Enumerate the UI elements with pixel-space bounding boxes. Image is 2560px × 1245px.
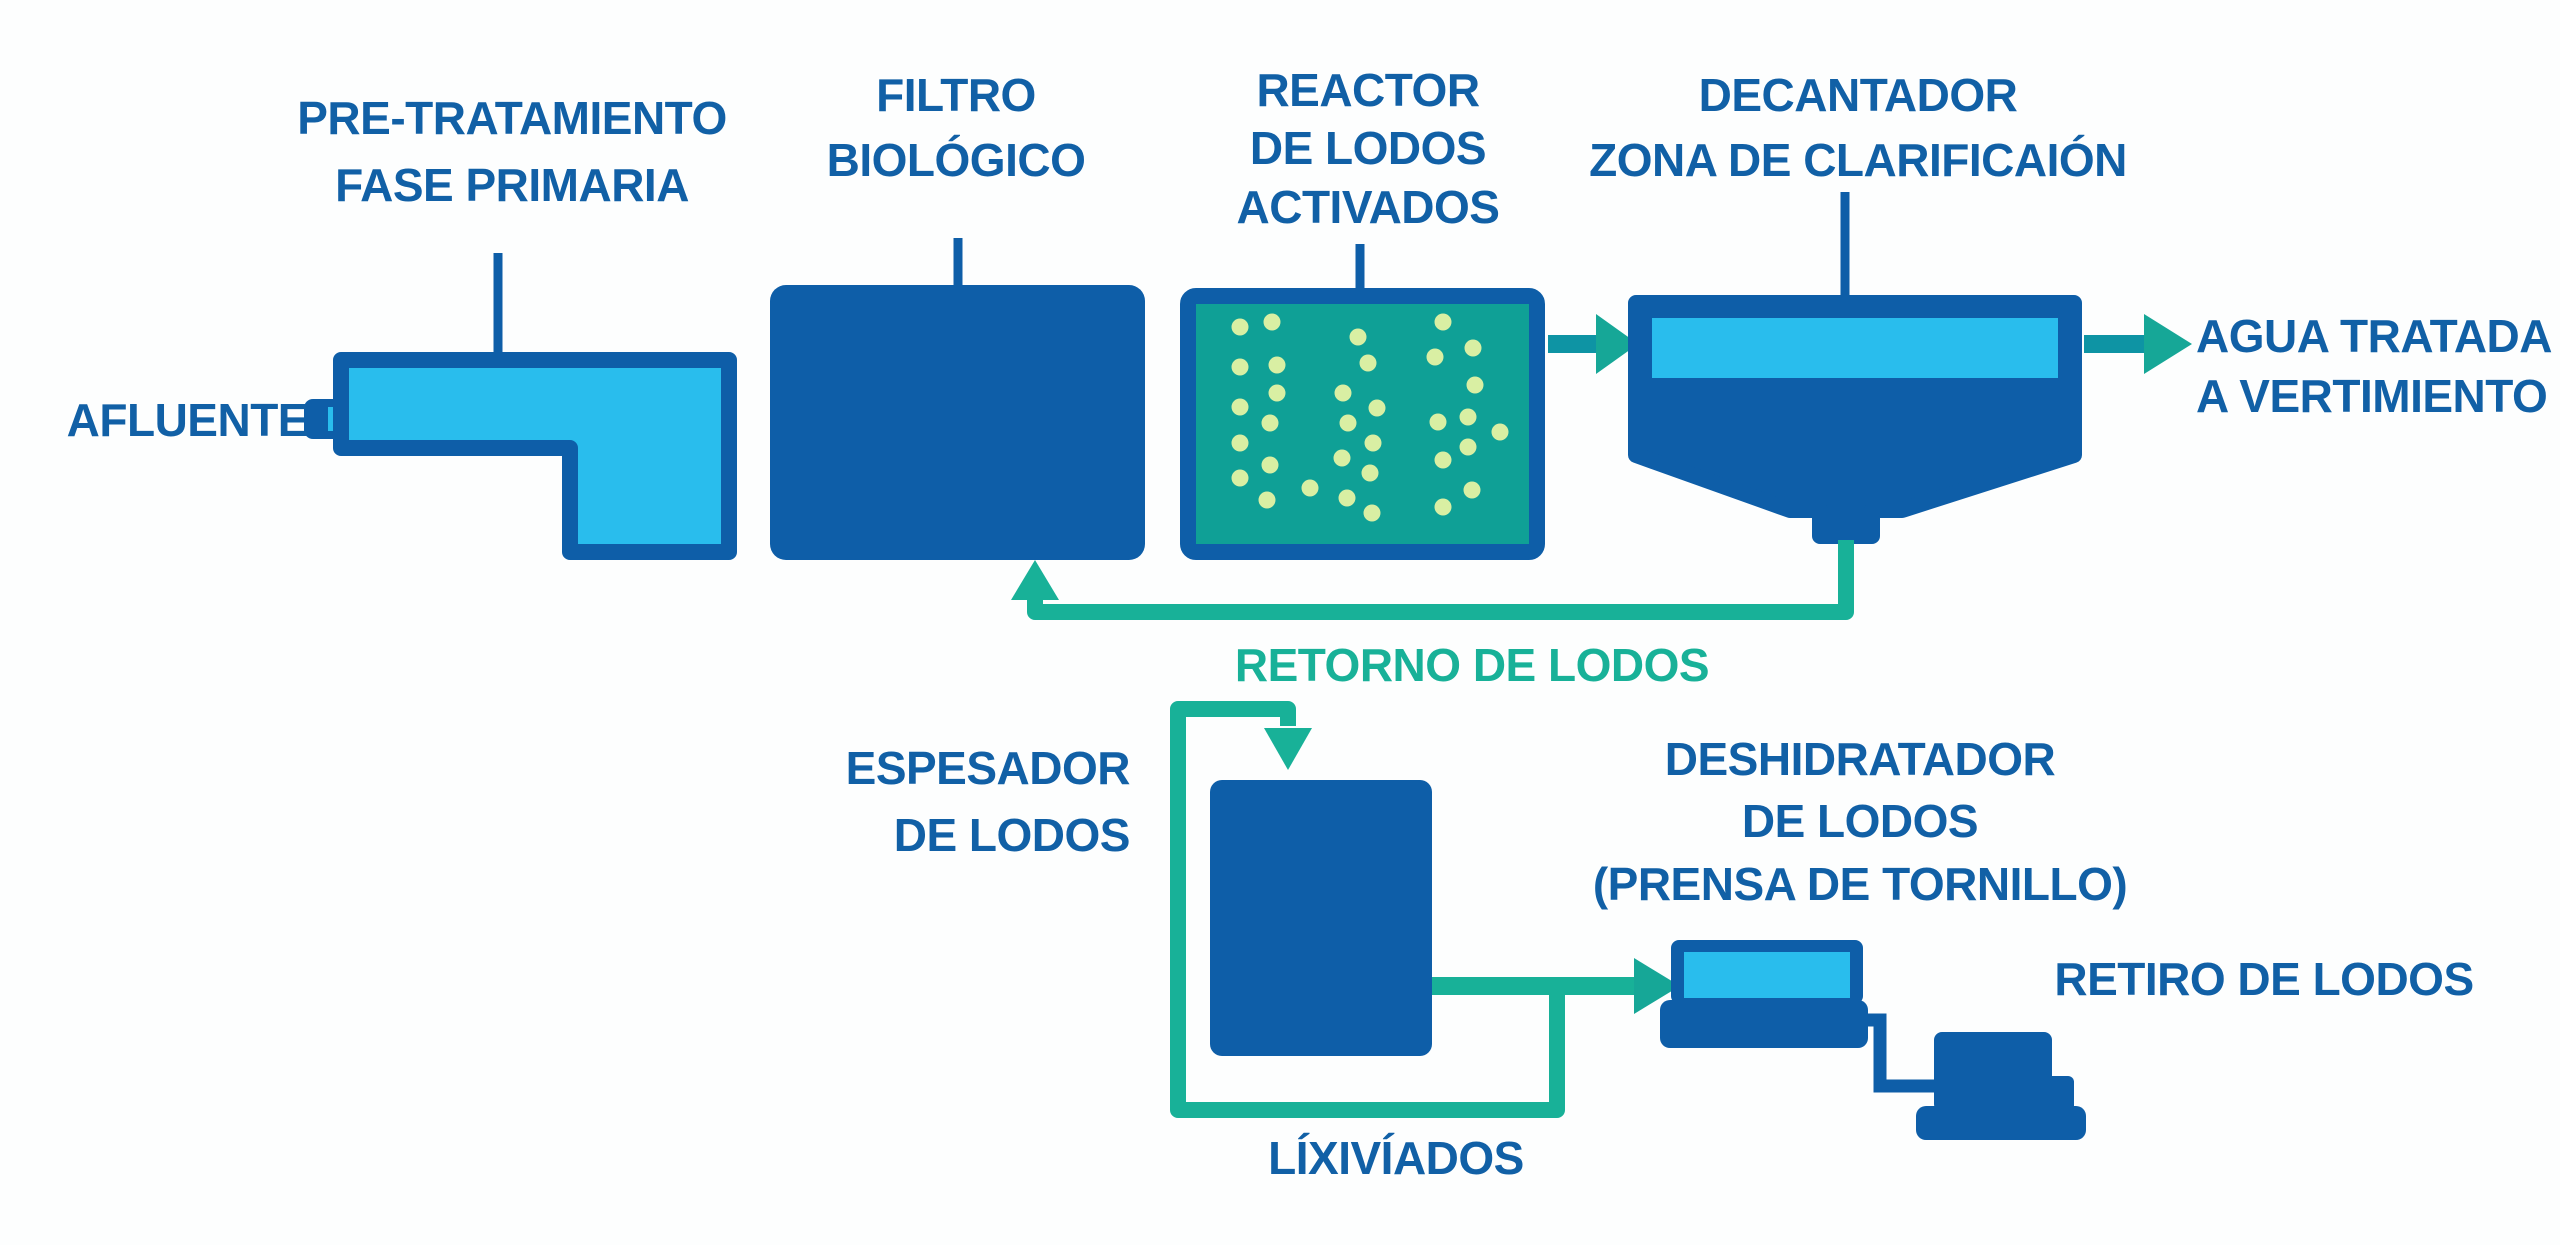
bubble-dot — [1434, 451, 1452, 469]
retorno-path — [1027, 540, 1854, 620]
filtro-biologico-tank — [770, 285, 1145, 560]
label-deshidratador-line2: DE LODOS — [1742, 795, 1978, 847]
discharge-unit-step — [2044, 1076, 2074, 1112]
label-deshidratador-line1: DESHIDRATADOR — [1665, 733, 2056, 785]
label-lixiviados: LÍXIVÍADOS — [1268, 1132, 1524, 1184]
bubble-dot — [1338, 489, 1356, 507]
label-espesador-line2: DE LODOS — [894, 809, 1130, 861]
bubble-dot — [1463, 481, 1481, 499]
bubble-dot — [1261, 414, 1279, 432]
bubble-dot — [1466, 376, 1484, 394]
bubble-dot — [1231, 398, 1249, 416]
bubble-dot — [1429, 413, 1447, 431]
label-pretreat-line2: FASE PRIMARIA — [335, 159, 689, 211]
label-filtro-line2: BIOLÓGICO — [827, 134, 1086, 186]
label-reactor-line3: ACTIVADOS — [1237, 181, 1500, 233]
flow-arrow-agua-tratada — [2084, 314, 2192, 374]
bubble-dot — [1334, 384, 1352, 402]
bubble-dot — [1464, 339, 1482, 357]
prensa-de-tornillo-machine — [1660, 940, 2086, 1140]
bubble-dot — [1364, 434, 1382, 452]
lixiviados-loop-line — [1170, 701, 1565, 1118]
bubble-dot — [1368, 399, 1386, 417]
arrow-head-icon — [1596, 314, 1638, 374]
espesador-tank — [1210, 780, 1432, 1056]
bubble-dot — [1261, 456, 1279, 474]
bubble-dot — [1459, 408, 1477, 426]
label-filtro: FILTRO BIOLÓGICO — [827, 69, 1086, 186]
label-decantador-line1: DECANTADOR — [1699, 69, 2018, 121]
flow-arrow-espesador-to-prensa — [1432, 958, 1680, 1014]
label-pretreat-line1: PRE-TRATAMIENTO — [297, 92, 726, 144]
bubble-dot — [1434, 498, 1452, 516]
bubble-dot — [1268, 356, 1286, 374]
bubble-dot — [1491, 423, 1509, 441]
arrow-head-icon — [2144, 314, 2192, 374]
bubble-dot — [1359, 354, 1377, 372]
label-reactor-line2: DE LODOS — [1250, 122, 1486, 174]
press-base — [1660, 1000, 1868, 1048]
press-window — [1684, 952, 1850, 998]
bubble-dot — [1434, 313, 1452, 331]
bubble-dot — [1268, 384, 1286, 402]
label-pretreat: PRE-TRATAMIENTO FASE PRIMARIA — [297, 92, 727, 211]
bubble-dot — [1361, 464, 1379, 482]
label-decantador: DECANTADOR ZONA DE CLARIFICAIÓN — [1589, 69, 2127, 186]
pretreat-tank — [333, 352, 737, 560]
label-retorno: RETORNO DE LODOS — [1235, 639, 1709, 691]
reactor-bubbles — [1231, 313, 1509, 522]
label-agua-line2: A VERTIMIENTO — [2196, 370, 2547, 422]
label-agua-line1: AGUA TRATADA — [2196, 310, 2552, 362]
press-connector-pipe — [1862, 1013, 1934, 1093]
label-retiro: RETIRO DE LODOS — [2054, 953, 2473, 1005]
label-deshidratador-line3: (PRENSA DE TORNILLO) — [1593, 858, 2127, 910]
bubble-dot — [1301, 479, 1319, 497]
label-afluente: AFLUENTE — [67, 394, 308, 446]
bubble-dot — [1333, 449, 1351, 467]
discharge-unit-body — [1934, 1032, 2052, 1112]
label-espesador: ESPESADOR DE LODOS — [846, 742, 1131, 861]
label-espesador-line1: ESPESADOR — [846, 742, 1131, 794]
bubble-dot — [1258, 491, 1276, 509]
label-agua-tratada: AGUA TRATADA A VERTIMIENTO — [2196, 310, 2552, 422]
bubble-dot — [1231, 358, 1249, 376]
retorno-de-lodos-line — [1011, 540, 1854, 620]
arrow-head-icon — [1634, 958, 1680, 1014]
label-filtro-line1: FILTRO — [876, 69, 1036, 121]
bubble-dot — [1231, 318, 1249, 336]
bubble-dot — [1459, 438, 1477, 456]
bubble-dot — [1426, 348, 1444, 366]
flow-arrow-reactor-to-decantador — [1548, 314, 1638, 374]
bubble-dot — [1231, 469, 1249, 487]
label-reactor-line1: REACTOR — [1256, 64, 1479, 116]
arrow-head-icon — [1011, 560, 1059, 600]
lixiviados-path — [1170, 701, 1565, 1118]
decantador-clarified-band — [1652, 318, 2058, 378]
bubble-dot — [1263, 313, 1281, 331]
arrow-head-icon — [1264, 728, 1312, 770]
label-deshidratador: DESHIDRATADOR DE LODOS (PRENSA DE TORNIL… — [1593, 733, 2128, 910]
label-decantador-line2: ZONA DE CLARIFICAIÓN — [1589, 134, 2127, 186]
bubble-dot — [1231, 434, 1249, 452]
label-reactor: REACTOR DE LODOS ACTIVADOS — [1237, 64, 1501, 233]
bubble-dot — [1349, 328, 1367, 346]
discharge-unit-base — [1916, 1106, 2086, 1140]
bubble-dot — [1339, 414, 1357, 432]
bubble-dot — [1363, 504, 1381, 522]
